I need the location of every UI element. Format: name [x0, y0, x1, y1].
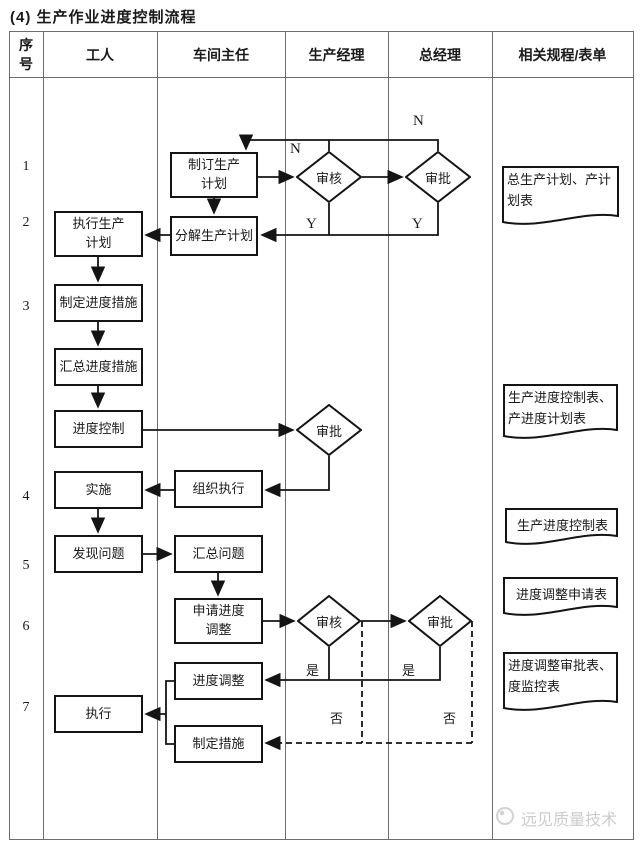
column-divider — [388, 31, 389, 840]
box-make-measures: 制定措施 — [174, 725, 263, 763]
label-no-approve3: 否 — [443, 711, 457, 726]
row-number-7: 7 — [22, 700, 30, 715]
column-divider — [285, 31, 286, 840]
box-implement: 实施 — [54, 471, 143, 509]
doc-progress-control-plan: 生产进度控制表、产进度计划表 — [503, 384, 618, 444]
column-divider — [157, 31, 158, 840]
page-title: (4) 生产作业进度控制流程 — [10, 9, 197, 26]
row-number-2: 2 — [22, 215, 30, 230]
box-decompose-production-plan: 分解生产计划 — [170, 216, 258, 256]
box-make-progress-measures: 制定进度措施 — [54, 284, 143, 322]
box-summarize-progress-measures: 汇总进度措施 — [54, 348, 143, 386]
table-frame — [9, 31, 634, 840]
label-yes-approve3: 是 — [402, 663, 416, 678]
box-organize-execution: 组织执行 — [174, 470, 263, 508]
row-number-3: 3 — [22, 299, 30, 314]
box-summarize-problems: 汇总问题 — [174, 535, 263, 573]
header-production-manager: 生产经理 — [308, 46, 365, 63]
label-n-approve1: N — [413, 113, 424, 129]
row-number-4: 4 — [22, 489, 30, 504]
header-seq: 序号 — [18, 37, 33, 72]
diamond-review-1: 审核 — [296, 151, 362, 203]
header-related-forms: 相关规程/表单 — [518, 46, 607, 63]
column-divider — [492, 31, 493, 840]
box-progress-adjustment: 进度调整 — [174, 662, 263, 700]
diamond-approve-1: 审批 — [405, 151, 471, 203]
header-divider — [9, 77, 634, 78]
box-find-problems: 发现问题 — [54, 535, 143, 573]
header-worker: 工人 — [86, 46, 114, 63]
label-y-review1: Y — [306, 216, 317, 232]
label-y-approve1: Y — [412, 216, 423, 232]
box-execute-production-plan: 执行生产 计划 — [54, 211, 143, 257]
bird-logo-icon — [494, 804, 516, 831]
diamond-approve-3: 审批 — [408, 595, 472, 647]
column-divider — [43, 31, 44, 840]
header-general-manager: 总经理 — [419, 46, 461, 63]
box-execute: 执行 — [54, 695, 143, 733]
row-number-6: 6 — [22, 619, 30, 634]
doc-adjustment-approval: 进度调整审批表、度监控表 — [503, 652, 618, 716]
diamond-approve-2: 审批 — [296, 404, 362, 456]
header-workshop-director: 车间主任 — [193, 46, 249, 63]
row-number-1: 1 — [22, 159, 30, 174]
box-draft-production-plan: 制订生产 计划 — [170, 152, 258, 198]
watermark-text: 远见质量技术 — [521, 811, 618, 829]
box-progress-control: 进度控制 — [54, 410, 143, 448]
diamond-review-2: 审核 — [297, 595, 361, 647]
row-number-5: 5 — [22, 558, 30, 573]
doc-adjustment-application: 进度调整申请表 — [503, 577, 618, 621]
label-no-review2: 否 — [330, 711, 344, 726]
doc-production-plan: 总生产计划、产计划表 — [502, 166, 619, 230]
label-yes-review2: 是 — [306, 663, 320, 678]
doc-progress-control-form: 生产进度控制表 — [505, 508, 618, 550]
box-apply-progress-adjustment: 申请进度 调整 — [174, 598, 263, 644]
label-n-review1: N — [290, 141, 301, 157]
watermark: 远见质量技术 — [494, 804, 617, 831]
